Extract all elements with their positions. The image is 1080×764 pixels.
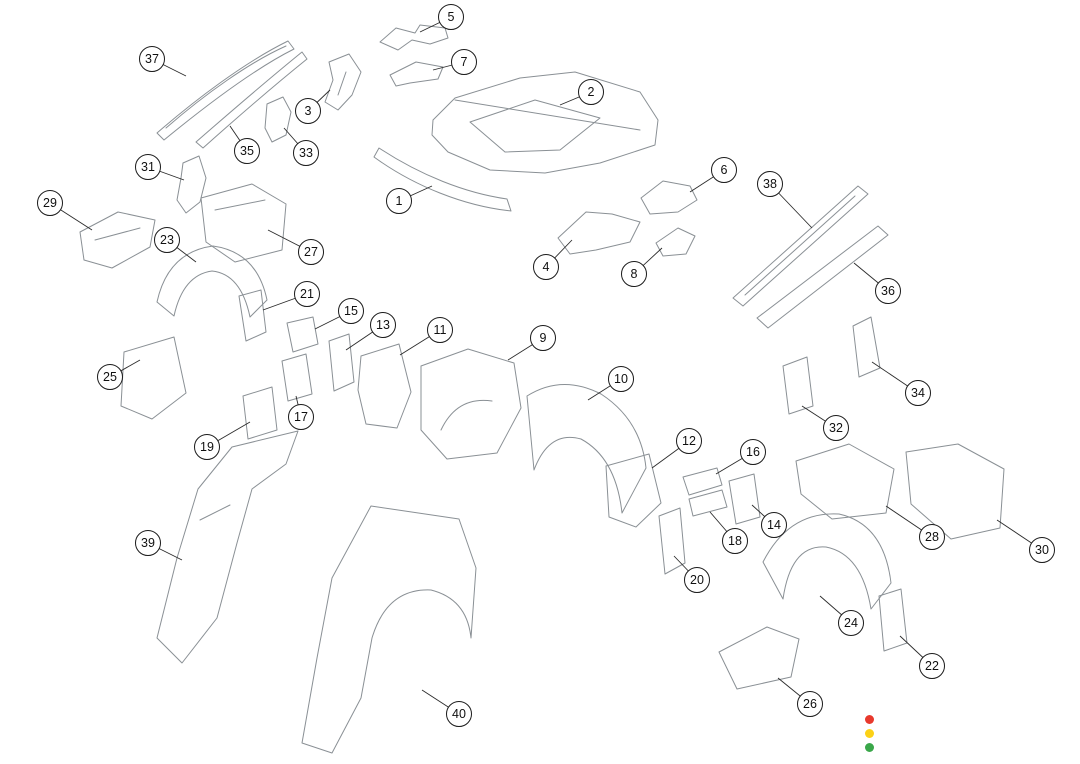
callout-29[interactable]: 29 (37, 190, 63, 216)
part-bracket-17[interactable] (281, 353, 313, 402)
callout-20[interactable]: 20 (684, 567, 710, 593)
part-quarter-panel-39[interactable] (156, 430, 299, 664)
part-panel-27[interactable] (200, 183, 287, 263)
callout-10[interactable]: 10 (608, 366, 634, 392)
callout-31[interactable]: 31 (135, 154, 161, 180)
part-bracket-29[interactable] (79, 211, 156, 269)
callout-21[interactable]: 21 (294, 281, 320, 307)
part-pillar-3[interactable] (324, 53, 362, 111)
part-roof-rail-35[interactable] (195, 51, 308, 149)
callout-6[interactable]: 6 (711, 157, 737, 183)
callout-17[interactable]: 17 (288, 404, 314, 430)
part-panel-14[interactable] (728, 473, 761, 525)
callout-40[interactable]: 40 (446, 701, 472, 727)
callout-8[interactable]: 8 (621, 261, 647, 287)
part-panel-22[interactable] (878, 588, 908, 652)
part-bracket-13[interactable] (328, 333, 355, 392)
callout-35[interactable]: 35 (234, 138, 260, 164)
part-rear-panel-2[interactable] (431, 71, 659, 174)
status-dot-green[interactable] (864, 742, 874, 752)
part-panel-25[interactable] (120, 336, 187, 420)
callout-19[interactable]: 19 (194, 434, 220, 460)
callout-22[interactable]: 22 (919, 653, 945, 679)
part-bracket-4[interactable] (557, 211, 641, 255)
callout-33[interactable]: 33 (293, 140, 319, 166)
part-rail-36[interactable] (756, 225, 889, 329)
part-wheel-arch-23[interactable] (156, 245, 268, 318)
part-roof-rail-37[interactable] (156, 40, 295, 141)
callout-27[interactable]: 27 (298, 239, 324, 265)
part-bracket-31[interactable] (176, 155, 207, 214)
callout-39[interactable]: 39 (135, 530, 161, 556)
callout-3[interactable]: 3 (295, 98, 321, 124)
callout-36[interactable]: 36 (875, 278, 901, 304)
callout-38[interactable]: 38 (757, 171, 783, 197)
callout-30[interactable]: 30 (1029, 537, 1055, 563)
part-strip-18[interactable] (688, 489, 728, 517)
part-bracket-21[interactable] (238, 289, 267, 342)
part-bracket-6[interactable] (640, 180, 698, 215)
callout-7[interactable]: 7 (451, 49, 477, 75)
callout-28[interactable]: 28 (919, 524, 945, 550)
callout-34[interactable]: 34 (905, 380, 931, 406)
part-wheel-arch-24[interactable] (762, 513, 892, 610)
callout-11[interactable]: 11 (427, 317, 453, 343)
callout-37[interactable]: 37 (139, 46, 165, 72)
callout-2[interactable]: 2 (578, 79, 604, 105)
part-wheelhouse-9[interactable] (420, 348, 522, 460)
callout-25[interactable]: 25 (97, 364, 123, 390)
part-rail-1[interactable] (373, 147, 512, 212)
callout-1[interactable]: 1 (386, 188, 412, 214)
part-strip-20[interactable] (658, 507, 686, 575)
part-bracket-15[interactable] (286, 316, 319, 353)
callout-23[interactable]: 23 (154, 227, 180, 253)
part-strip-34[interactable] (852, 316, 881, 378)
part-wheel-arch-10[interactable] (526, 384, 647, 514)
callout-12[interactable]: 12 (676, 428, 702, 454)
part-bracket-5[interactable] (379, 24, 449, 51)
part-strip-16[interactable] (682, 467, 723, 496)
part-panel-19[interactable] (242, 386, 278, 440)
callout-16[interactable]: 16 (740, 439, 766, 465)
status-dot-red[interactable] (864, 714, 874, 724)
part-panel-28[interactable] (795, 443, 895, 520)
callout-15[interactable]: 15 (338, 298, 364, 324)
callout-18[interactable]: 18 (722, 528, 748, 554)
callout-32[interactable]: 32 (823, 415, 849, 441)
part-panel-32[interactable] (782, 356, 814, 415)
part-bracket-33[interactable] (264, 96, 292, 143)
part-panel-30[interactable] (905, 443, 1005, 540)
part-bracket-7[interactable] (389, 61, 444, 87)
callout-14[interactable]: 14 (761, 512, 787, 538)
callout-5[interactable]: 5 (438, 4, 464, 30)
part-bracket-26[interactable] (718, 626, 800, 690)
callout-24[interactable]: 24 (838, 610, 864, 636)
part-bracket-8[interactable] (655, 227, 696, 257)
callout-26[interactable]: 26 (797, 691, 823, 717)
callout-4[interactable]: 4 (533, 254, 559, 280)
part-panel-12[interactable] (605, 453, 662, 528)
part-panel-11[interactable] (357, 343, 412, 429)
part-rail-38[interactable] (732, 185, 869, 307)
callout-13[interactable]: 13 (370, 312, 396, 338)
status-dot-yellow[interactable] (864, 728, 874, 738)
callout-9[interactable]: 9 (530, 325, 556, 351)
part-quarter-panel-40[interactable] (301, 505, 477, 754)
